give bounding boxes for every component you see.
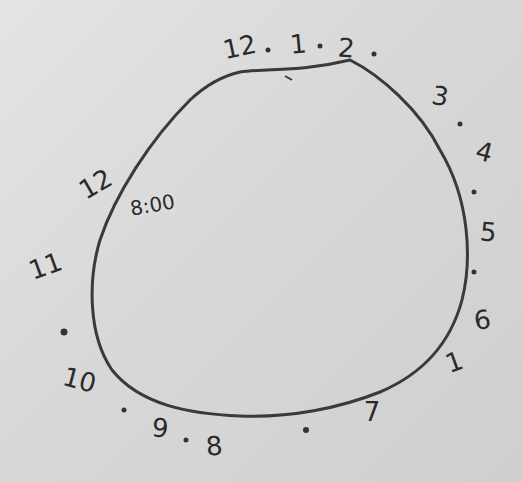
clock-number: 9 <box>151 414 170 441</box>
pen-dots <box>61 44 477 443</box>
clock-number: 4 <box>473 137 496 166</box>
clock-number: 10 <box>61 363 100 397</box>
clock-number: 11 <box>26 248 66 284</box>
clock-number: 8 <box>205 432 224 459</box>
pen-tick <box>285 76 292 80</box>
clock-number: 5 <box>479 218 498 245</box>
clock-number: 1 <box>442 347 466 377</box>
clock-number: 3 <box>430 82 451 110</box>
clock-number: 8:00 <box>126 191 178 219</box>
clock-outline <box>92 60 467 416</box>
clock-number: 12 <box>75 164 117 203</box>
clock-number: 2 <box>337 34 356 61</box>
clock-number: 6 <box>472 306 493 334</box>
clock-number: 7 <box>364 399 381 425</box>
clock-number: 1 <box>289 30 308 57</box>
clock-number: 12 <box>221 31 259 63</box>
